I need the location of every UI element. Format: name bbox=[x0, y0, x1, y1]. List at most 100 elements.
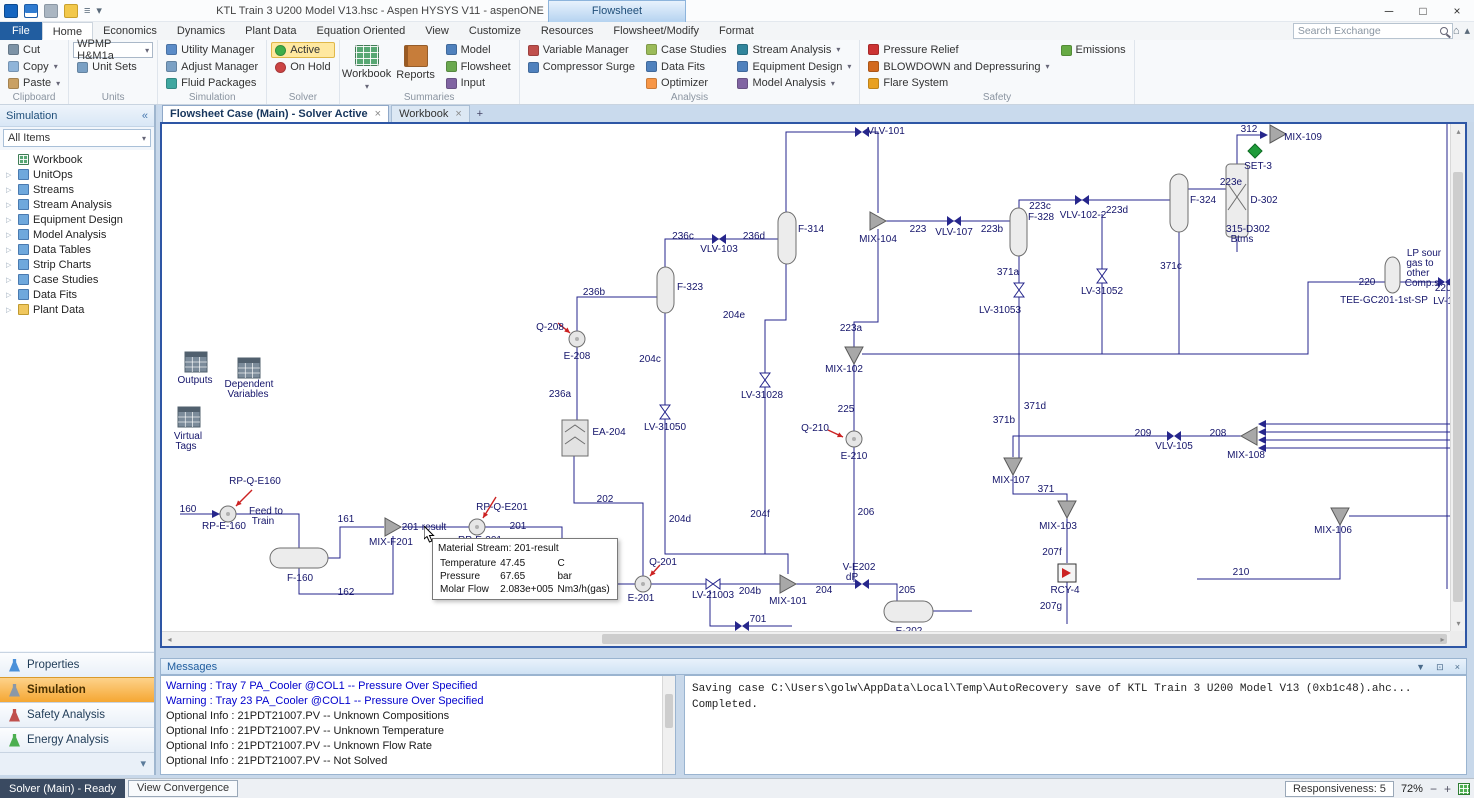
model-analysis-button[interactable]: Model Analysis▾ bbox=[733, 75, 855, 91]
unit-lv-31050[interactable] bbox=[660, 405, 670, 419]
tree-item-workbook[interactable]: Workbook bbox=[0, 152, 154, 167]
tree-item-unitops[interactable]: ▷UnitOps bbox=[0, 167, 154, 182]
unit-mix-101[interactable] bbox=[780, 575, 796, 593]
horizontal-scroll-thumb[interactable] bbox=[602, 634, 1447, 644]
equipment-design-button[interactable]: Equipment Design▾ bbox=[733, 59, 855, 75]
unit-sets-button[interactable]: Unit Sets bbox=[73, 59, 153, 75]
unit-lv-31028[interactable] bbox=[760, 373, 770, 387]
flowsheet-canvas[interactable]: VLV-101312MIX-109SET-3223eD-302F-324315-… bbox=[160, 122, 1467, 648]
scroll-left-icon[interactable]: ◂ bbox=[162, 632, 177, 647]
unit-vlv-105[interactable] bbox=[1167, 431, 1181, 441]
unit-mix-107[interactable] bbox=[1004, 458, 1022, 475]
tree-item-stream-analysis[interactable]: ▷Stream Analysis bbox=[0, 197, 154, 212]
nav-properties[interactable]: Properties bbox=[0, 652, 154, 677]
tree-item-case-studies[interactable]: ▷Case Studies bbox=[0, 272, 154, 287]
close-icon[interactable]: × bbox=[375, 108, 381, 120]
stream-line[interactable] bbox=[786, 132, 855, 212]
pressure-relief-button[interactable]: Pressure Relief bbox=[864, 42, 1053, 58]
stream-line[interactable] bbox=[1197, 525, 1340, 579]
tree-item-equipment-design[interactable]: ▷Equipment Design bbox=[0, 212, 154, 227]
unit-vlv-107[interactable] bbox=[947, 216, 961, 226]
close-button[interactable]: × bbox=[1440, 0, 1474, 22]
minimize-button[interactable]: ─ bbox=[1372, 0, 1406, 22]
stream-analysis-button[interactable]: Stream Analysis▾ bbox=[733, 42, 855, 58]
unit-mix-102[interactable] bbox=[845, 347, 863, 364]
responsiveness-indicator[interactable]: Responsiveness: 5 bbox=[1285, 781, 1394, 797]
tree-item-model-analysis[interactable]: ▷Model Analysis bbox=[0, 227, 154, 242]
paste-button[interactable]: Paste▾ bbox=[4, 75, 64, 91]
maximize-button[interactable]: □ bbox=[1406, 0, 1440, 22]
unit-f-160[interactable] bbox=[270, 548, 328, 568]
grid-view-icon[interactable] bbox=[1458, 783, 1470, 795]
stream-line[interactable] bbox=[665, 239, 778, 267]
messages-scroll-thumb[interactable] bbox=[665, 694, 673, 728]
ribbon-tab-format[interactable]: Format bbox=[709, 22, 764, 40]
tree-item-strip-charts[interactable]: ▷Strip Charts bbox=[0, 257, 154, 272]
close-icon[interactable]: × bbox=[1455, 662, 1460, 672]
unit-v-e202[interactable] bbox=[855, 579, 869, 589]
nav-safety-analysis[interactable]: Safety Analysis bbox=[0, 702, 154, 727]
optimizer-button[interactable]: Optimizer bbox=[642, 75, 730, 91]
tree-item-streams[interactable]: ▷Streams bbox=[0, 182, 154, 197]
unit-lv-21003[interactable] bbox=[706, 579, 720, 589]
case-studies-button[interactable]: Case Studies bbox=[642, 42, 730, 58]
solver-on-hold-button[interactable]: On Hold bbox=[271, 59, 334, 75]
stream-line[interactable] bbox=[236, 514, 299, 548]
messages-header[interactable]: Messages ▼ ⊡ × bbox=[160, 658, 1467, 675]
scroll-up-icon[interactable]: ▴ bbox=[1451, 124, 1466, 139]
unit-mix-f201[interactable] bbox=[385, 518, 401, 536]
scroll-down-icon[interactable]: ▾ bbox=[1451, 616, 1466, 631]
unit-vlv-102-2[interactable] bbox=[1075, 195, 1089, 205]
menu-icon[interactable]: ≡ bbox=[84, 4, 90, 18]
panel-options-caret-icon[interactable]: ▾ bbox=[140, 758, 146, 770]
adjust-manager-button[interactable]: Adjust Manager bbox=[162, 59, 262, 75]
unit-mix-108[interactable] bbox=[1241, 427, 1257, 445]
ribbon-tab-flowsheet-modify[interactable]: Flowsheet/Modify bbox=[603, 22, 709, 40]
messages-panel[interactable]: Warning : Tray 7 PA_Cooler @COL1 -- Pres… bbox=[160, 675, 676, 775]
unit-f-323[interactable] bbox=[657, 267, 674, 313]
nav-simulation[interactable]: Simulation bbox=[0, 677, 154, 702]
view-convergence-button[interactable]: View Convergence bbox=[128, 780, 238, 797]
home-icon[interactable]: ⌂ bbox=[1453, 24, 1460, 38]
stream-line[interactable] bbox=[1013, 436, 1167, 457]
pin-icon[interactable]: ▼ bbox=[1416, 662, 1425, 672]
copy-button[interactable]: Copy▾ bbox=[4, 59, 64, 75]
stream-line[interactable] bbox=[765, 264, 786, 373]
vertical-scroll-thumb[interactable] bbox=[1453, 172, 1463, 602]
utility-manager-button[interactable]: Utility Manager bbox=[162, 42, 262, 58]
vertical-scrollbar[interactable]: ▴ ▾ bbox=[1450, 124, 1465, 631]
unit-v-220[interactable] bbox=[1385, 257, 1400, 293]
messages-scrollbar[interactable] bbox=[662, 676, 675, 774]
stream-line[interactable] bbox=[328, 527, 384, 558]
doc-tab-flowsheet-case-main-solver-active[interactable]: Flowsheet Case (Main) - Solver Active× bbox=[162, 105, 389, 122]
emissions-button[interactable]: Emissions bbox=[1057, 42, 1130, 58]
search-exchange-input[interactable] bbox=[1293, 23, 1453, 39]
ribbon-tab-plant-data[interactable]: Plant Data bbox=[235, 22, 306, 40]
unit-mix-106[interactable] bbox=[1331, 508, 1349, 525]
tree-item-data-fits[interactable]: ▷Data Fits bbox=[0, 287, 154, 302]
unit-lv-31053[interactable] bbox=[1014, 283, 1024, 297]
unit-d-302[interactable] bbox=[1226, 164, 1248, 237]
unit-vlv-103[interactable] bbox=[712, 234, 726, 244]
quick-access-caret-icon[interactable]: ▾ bbox=[96, 4, 102, 18]
nav-energy-analysis[interactable]: Energy Analysis bbox=[0, 727, 154, 752]
compressor-surge-button[interactable]: Compressor Surge bbox=[524, 59, 639, 75]
stream-line[interactable] bbox=[854, 229, 878, 347]
unit-f-328[interactable] bbox=[1010, 208, 1027, 256]
tree-item-plant-data[interactable]: ▷Plant Data bbox=[0, 302, 154, 317]
ribbon-tab-resources[interactable]: Resources bbox=[531, 22, 604, 40]
stream-line[interactable] bbox=[869, 584, 897, 601]
collapse-sidebar-icon[interactable]: « bbox=[142, 110, 148, 122]
flowsheet-summary-button[interactable]: Flowsheet bbox=[442, 59, 515, 75]
stream-line[interactable] bbox=[577, 297, 657, 331]
contextual-tab-flowsheet[interactable]: Flowsheet bbox=[548, 0, 686, 22]
ribbon-tab-view[interactable]: View bbox=[415, 22, 459, 40]
unit-vlv-101[interactable] bbox=[855, 127, 869, 137]
unit-mix-103[interactable] bbox=[1058, 501, 1076, 518]
unit-e-202[interactable] bbox=[884, 601, 933, 622]
variable-manager-button[interactable]: Variable Manager bbox=[524, 42, 639, 58]
unit-f-314[interactable] bbox=[778, 212, 796, 264]
ribbon-tab-customize[interactable]: Customize bbox=[459, 22, 531, 40]
stream-line[interactable] bbox=[1019, 200, 1170, 208]
unit-set-3[interactable] bbox=[1248, 144, 1262, 158]
